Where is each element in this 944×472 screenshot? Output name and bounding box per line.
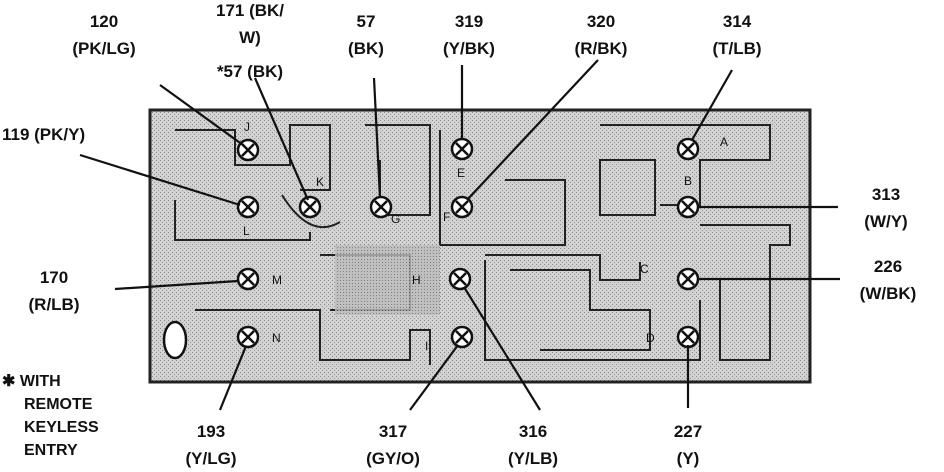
pin-terminal-l	[236, 195, 260, 219]
callout-317-num: 317	[379, 422, 407, 441]
callout-171-num: 171 (BK/	[216, 1, 284, 20]
callout-119: 119 (PK/Y)	[2, 125, 85, 144]
callout-319-color: (Y/BK)	[443, 39, 495, 58]
callout-320: 320 (R/BK)	[575, 12, 628, 58]
pin-terminal-m	[236, 267, 260, 291]
mounting-hole	[162, 320, 188, 360]
callout-119-num: 119 (PK/Y)	[2, 125, 85, 144]
pin-letter-j: J	[244, 120, 250, 134]
callout-319: 319 (Y/BK)	[443, 12, 495, 58]
pin-letter-f: F	[443, 210, 450, 224]
callout-314-num: 314	[723, 12, 752, 31]
pin-letter-e: E	[457, 166, 465, 180]
pin-terminal-f	[450, 195, 474, 219]
callout-193-num: 193	[197, 422, 225, 441]
callout-120-color: (PK/LG)	[72, 39, 135, 58]
pin-terminal-b	[676, 195, 700, 219]
callout-317: 317 (GY/O)	[366, 422, 420, 468]
callout-313-color: (W/Y)	[864, 212, 907, 231]
pin-letter-m: M	[272, 273, 282, 287]
callout-193-color: (Y/LG)	[186, 449, 237, 468]
pin-terminal-k	[298, 195, 322, 219]
footnote-line-3: KEYLESS	[24, 419, 99, 436]
pin-terminal-i	[450, 325, 474, 349]
callout-314-color: (T/LB)	[712, 39, 761, 58]
callout-226-num: 226	[874, 257, 902, 276]
callout-316-num: 316	[519, 422, 547, 441]
callout-120-num: 120	[90, 12, 118, 31]
callout-171-color: W)	[239, 28, 261, 47]
callout-320-color: (R/BK)	[575, 39, 628, 58]
footnote-remote-keyless: ✱ WITH REMOTE KEYLESS ENTRY	[2, 373, 99, 459]
callout-313: 313 (W/Y)	[864, 185, 907, 231]
pin-letters: J L K G E F A B M H C N I D	[243, 120, 728, 353]
pin-terminal-c	[676, 267, 700, 291]
callout-226-color: (W/BK)	[860, 284, 917, 303]
pin-letter-l: L	[243, 224, 250, 238]
connector-board	[148, 108, 812, 384]
footnote-line-1: ✱ WITH	[2, 373, 61, 390]
pin-letter-g: G	[391, 212, 400, 226]
callout-227-num: 227	[674, 422, 702, 441]
callout-316-color: (Y/LB)	[508, 449, 558, 468]
callout-227-color: (Y)	[677, 449, 700, 468]
pin-letter-k: K	[316, 175, 324, 189]
callout-314: 314 (T/LB)	[712, 12, 761, 58]
callout-57-num: 57	[357, 12, 376, 31]
pin-letter-i: I	[425, 339, 428, 353]
footnote-line-4: ENTRY	[24, 442, 78, 459]
callout-170: 170 (R/LB)	[29, 268, 80, 314]
callout-319-num: 319	[455, 12, 483, 31]
callout-226: 226 (W/BK)	[860, 257, 917, 303]
pin-terminal-g	[369, 195, 393, 219]
pin-terminal-a	[676, 137, 700, 161]
callout-317-color: (GY/O)	[366, 449, 420, 468]
callout-170-num: 170	[40, 268, 68, 287]
pin-terminal-n	[236, 325, 260, 349]
callout-313-num: 313	[872, 185, 900, 204]
callout-57: 57 (BK)	[348, 12, 384, 58]
callout-57-color: (BK)	[348, 39, 384, 58]
callout-320-num: 320	[587, 12, 615, 31]
callout-170-color: (R/LB)	[29, 295, 80, 314]
pin-terminal-h	[448, 267, 472, 291]
pin-letter-b: B	[684, 174, 692, 188]
callout-227: 227 (Y)	[674, 422, 702, 468]
callout-120: 120 (PK/LG)	[72, 12, 135, 58]
pin-letter-a: A	[720, 135, 728, 149]
leader-lines	[79, 59, 840, 411]
pin-letter-h: H	[412, 273, 421, 287]
footnote-line-2: REMOTE	[24, 396, 93, 413]
callout-171-alt: *57 (BK)	[217, 62, 283, 81]
pin-terminal-e	[450, 137, 474, 161]
pin-letter-c: C	[640, 262, 649, 276]
pin-terminal-d	[676, 325, 700, 349]
callout-171: 171 (BK/ W) *57 (BK)	[216, 1, 284, 81]
pin-letter-n: N	[272, 331, 281, 345]
pin-terminals	[236, 137, 700, 349]
callout-316: 316 (Y/LB)	[508, 422, 558, 468]
callout-193: 193 (Y/LG)	[186, 422, 237, 468]
pin-letter-d: D	[646, 331, 655, 345]
